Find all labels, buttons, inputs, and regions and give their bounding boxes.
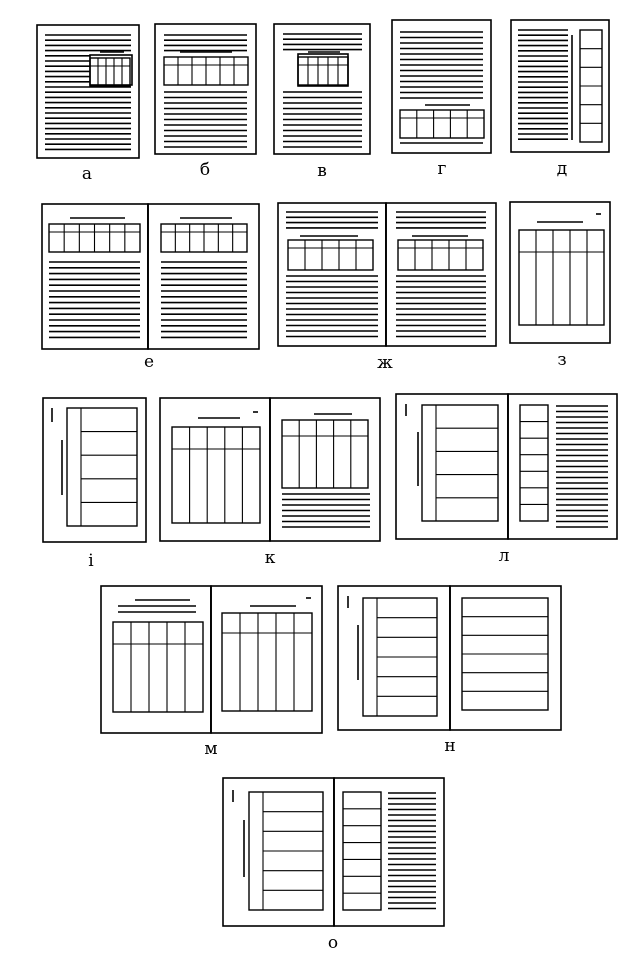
table-frame <box>518 229 605 326</box>
page-m-left <box>100 585 212 734</box>
page-l-left <box>395 393 509 540</box>
page-m-right <box>210 585 323 734</box>
table-frame <box>297 56 349 86</box>
label-o: о <box>327 933 339 953</box>
table-frame <box>399 109 485 139</box>
page-n-left <box>337 585 451 731</box>
label-b: б <box>199 160 211 180</box>
page-o-left <box>222 777 335 927</box>
label-zh: ж <box>377 353 393 373</box>
page-zh-right <box>385 202 497 347</box>
page-b <box>154 23 257 155</box>
label-g: г <box>437 159 447 179</box>
label-a: а <box>81 164 93 184</box>
label-l: л <box>498 546 510 566</box>
label-d: д <box>556 159 568 179</box>
label-e: е <box>143 352 155 372</box>
page-k-right <box>269 397 381 542</box>
label-z: з <box>557 350 567 370</box>
table-frame <box>519 404 549 522</box>
page-n-right <box>449 585 562 731</box>
table-area <box>297 53 349 87</box>
table-frame <box>421 404 499 522</box>
page-i <box>42 397 147 543</box>
label-m: м <box>204 739 218 759</box>
label-n: н <box>444 736 456 756</box>
table-frame <box>221 612 313 712</box>
table-frame <box>342 791 382 911</box>
table-frame <box>171 426 261 524</box>
page-k-left <box>159 397 271 542</box>
page-o-right <box>333 777 445 927</box>
label-k: к <box>264 548 276 568</box>
table-frame <box>112 621 204 713</box>
label-v: в <box>317 161 327 181</box>
table-area <box>89 54 133 86</box>
page-z <box>509 201 611 344</box>
page-v <box>273 23 371 155</box>
label-i: і <box>88 551 94 571</box>
table-frame <box>287 239 374 271</box>
table-frame <box>89 57 131 87</box>
table-frame <box>397 239 484 271</box>
table-frame <box>281 419 369 489</box>
table-frame <box>66 407 138 527</box>
page-zh-left <box>277 202 387 347</box>
